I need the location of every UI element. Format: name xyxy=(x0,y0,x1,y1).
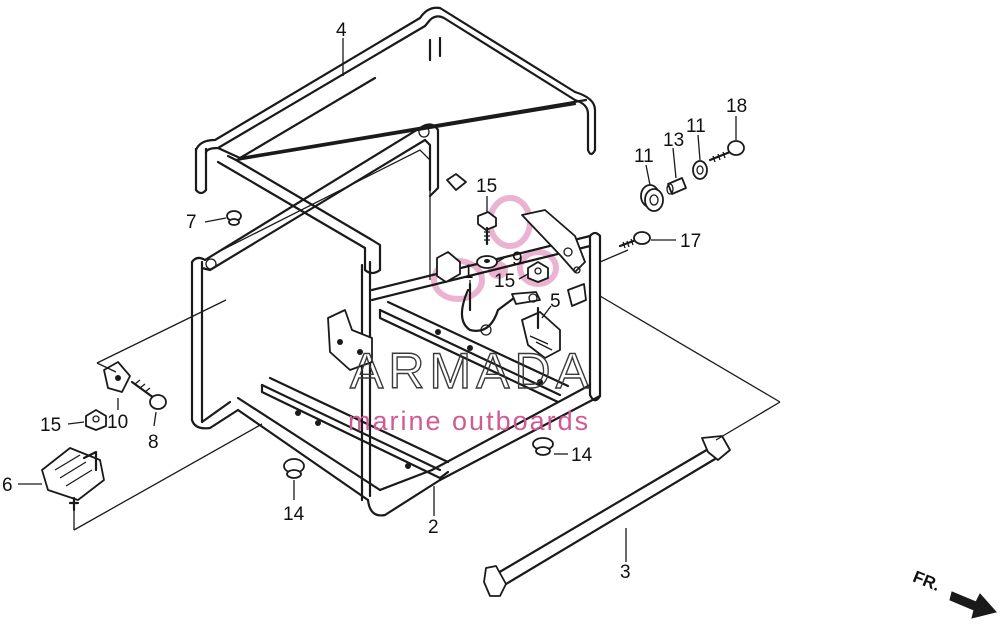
grommet-7 xyxy=(226,210,242,226)
watermark-brand: ARMADA xyxy=(350,343,594,399)
grommet-14-left xyxy=(283,458,305,479)
bolt-8 xyxy=(130,379,167,410)
callout-7: 7 xyxy=(186,212,197,233)
terminal-bracket xyxy=(521,306,561,359)
upper-frame xyxy=(194,6,597,275)
bolt-16 xyxy=(477,211,497,246)
leader-lines xyxy=(18,38,781,562)
callout-8: 8 xyxy=(148,432,159,453)
callout-10: 10 xyxy=(107,412,128,433)
callout-6: 6 xyxy=(2,475,13,496)
washer-11 xyxy=(692,160,708,180)
upper-right-bracket xyxy=(521,209,586,274)
bolt-18 xyxy=(708,140,745,163)
callout-1: 1 xyxy=(463,262,474,283)
callout-11: 11 xyxy=(686,116,706,137)
mount-12 xyxy=(640,184,664,212)
callout-14-left: 14 xyxy=(283,504,305,525)
callout-5: 5 xyxy=(550,291,561,312)
arrow-right-down-icon xyxy=(949,591,997,619)
callout-12: 11 xyxy=(634,146,654,167)
callout-4: 4 xyxy=(336,20,347,41)
callout-13: 13 xyxy=(663,130,684,151)
callout-17: 17 xyxy=(680,231,701,252)
callout-9: 9 xyxy=(512,249,523,270)
clamp xyxy=(41,447,105,512)
callout-15-right: 15 xyxy=(494,271,515,292)
ground-cable xyxy=(460,282,541,336)
main-frame xyxy=(190,123,602,517)
nut-15-left xyxy=(85,409,107,431)
callout-15-left: 15 xyxy=(40,415,61,436)
callout-labels: 4 7 15 9 1 15 5 17 11 13 11 18 15 10 8 6… xyxy=(2,20,747,583)
watermark-tagline: marine outboards xyxy=(348,406,590,436)
bracket-10 xyxy=(103,361,131,393)
callout-3: 3 xyxy=(620,562,631,583)
bolt-17 xyxy=(618,231,651,249)
callout-16: 15 xyxy=(476,176,497,197)
callout-2: 2 xyxy=(428,517,439,538)
washer-9 xyxy=(476,255,498,269)
callout-18: 18 xyxy=(726,96,747,117)
cross-bar xyxy=(483,435,731,597)
collar-13 xyxy=(666,177,687,195)
callout-14-right: 14 xyxy=(571,445,593,466)
grommet-14-right xyxy=(532,437,554,456)
nut-15-right xyxy=(527,261,549,283)
fr-label: FR. xyxy=(910,567,943,595)
front-direction-marker: FR. xyxy=(910,567,997,619)
